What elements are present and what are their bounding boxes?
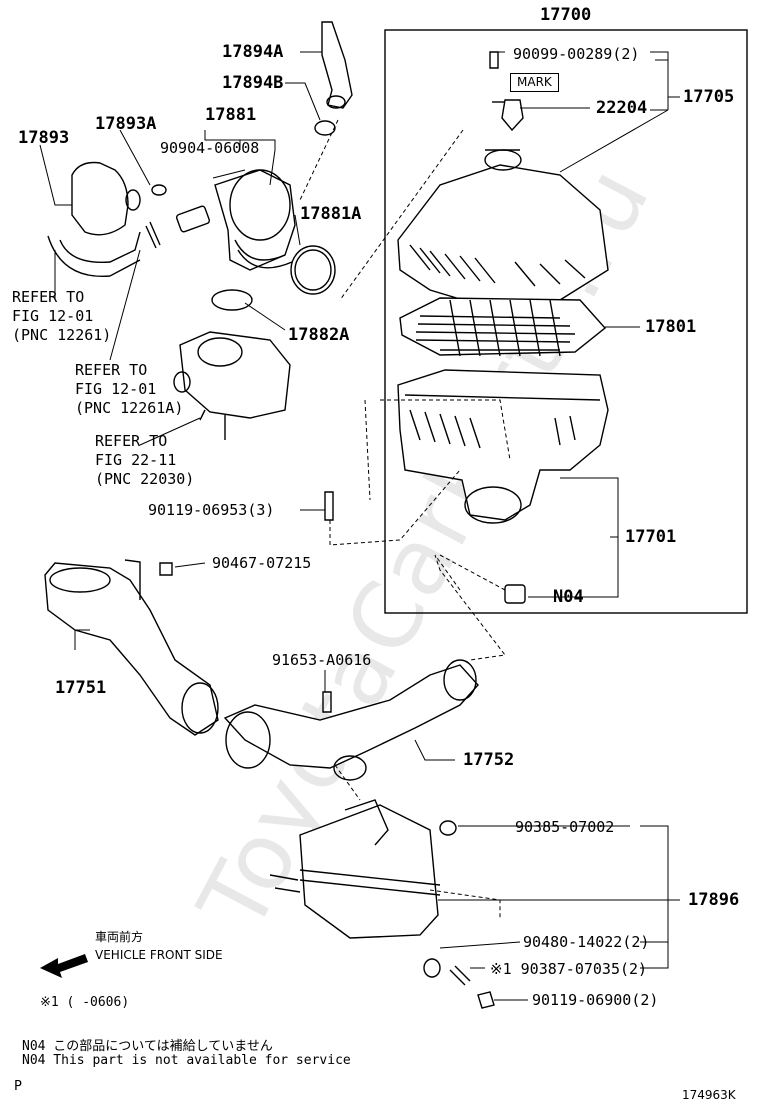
label-17752: 17752 [463,750,515,770]
label-17700: 17700 [540,5,592,25]
note-n04-jp: N04 この部品については補給していません [22,1039,273,1054]
air-cleaner-cap [397,164,609,306]
label-17801: 17801 [645,317,697,337]
label-17896: 17896 [688,890,740,910]
resonator-17896 [299,804,439,939]
label-90385-07002: 90385-07002 [515,818,615,836]
label-22204: 22204 [596,98,648,118]
direction-label-jp: 車両前方 [95,930,144,944]
footnote-1: ※1 ( -0606) [40,995,130,1010]
throttle-body [179,331,291,419]
air-cleaner-case [397,369,609,521]
clamp-17881a [290,245,336,295]
label-17894b: 17894B [222,73,284,93]
label-90099-00289: 90099-00289(2) [513,45,640,63]
label-90387-07035: ※1 90387-07035(2) [490,960,648,978]
label-90467-07215: 90467-07215 [212,554,312,572]
air-cleaner-assembly-box [384,29,748,614]
label-17893a: 17893A [95,114,157,134]
note-n04-en: N04 This part is not available for servi… [22,1053,351,1068]
clamp-17894b [314,120,336,136]
refer-note-22030: REFER TO FIG 22-11 (PNC 22030) [95,432,195,488]
air-filter-element [399,297,607,356]
hose-17752 [223,664,479,769]
label-90480-14022: 90480-14022(2) [523,933,650,951]
label-17894a: 17894A [222,42,284,62]
diagram-id: 174963K [682,1088,736,1102]
front-arrow [40,954,88,978]
label-90904-06008: 90904-06008 [160,139,260,157]
label-90119-06900: 90119-06900(2) [532,991,659,1009]
inlet-hose-17881 [214,169,296,271]
resonator-17893 [71,161,129,236]
sensor-22204 [501,99,524,132]
mark-box: MARK [510,73,559,92]
corner-p: P [14,1079,22,1094]
label-17893: 17893 [18,128,70,148]
label-91653-a0616: 91653-A0616 [272,651,372,669]
duct-17751 [44,562,219,736]
clamp-17882a [211,289,253,311]
label-n04: N04 [553,587,584,607]
label-17881: 17881 [205,105,257,125]
direction-label-en: VEHICLE FRONT SIDE [95,948,223,962]
refer-note-12261: REFER TO FIG 12-01 (PNC 12261) [12,288,112,344]
label-90119-06953: 90119-06953(3) [148,501,275,519]
label-17751: 17751 [55,678,107,698]
refer-note-12261a: REFER TO FIG 12-01 (PNC 12261A) [75,361,184,417]
label-17705: 17705 [683,87,735,107]
label-17881a: 17881A [300,204,362,224]
label-17701: 17701 [625,527,677,547]
label-17882a: 17882A [288,325,350,345]
hose-17894a [321,21,353,109]
